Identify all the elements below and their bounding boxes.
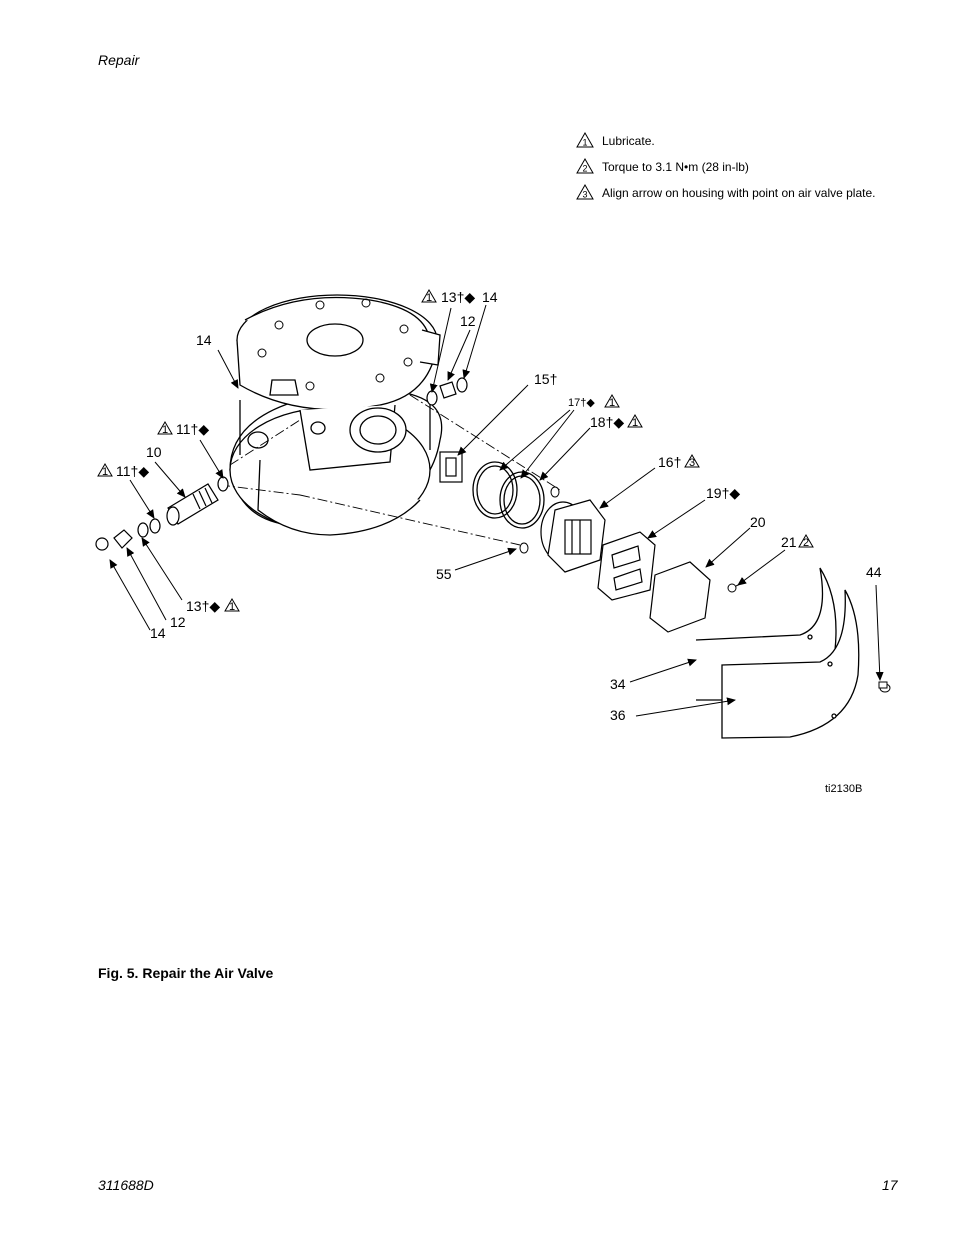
document-number: 311688D [98,1177,154,1193]
alignment-lines [219,394,561,546]
illustration-id: ti2130B [825,783,862,795]
warning-number: 1 [102,466,108,478]
warning-number: 2 [803,537,809,549]
callout-13: 13†◆ [441,289,475,305]
callout-21: 21 [781,534,797,550]
warning-number: 3 [689,457,695,469]
callout-12: 12 [170,614,186,630]
callout-36: 36 [610,707,626,723]
legend-text: Lubricate. [602,134,655,148]
callout-10: 10 [146,444,162,460]
leader-lines [109,304,884,717]
svg-text:3: 3 [582,190,587,200]
top-small-parts [426,377,468,406]
callout-14: 14 [196,332,212,348]
o-rings-17 [472,461,545,529]
callout-labels: 14 1 13†◆ 14 12 15† 17†◆ 1 18†◆ 1 16† 3 … [97,289,882,795]
callout-18: 18†◆ [590,414,624,430]
figure-caption: Fig. 5. Repair the Air Valve [98,965,273,981]
warning-number: 1 [229,601,235,613]
callout-16: 16† [658,454,681,470]
svg-text:1: 1 [582,138,587,148]
gasket-15 [439,451,463,483]
air-valve-housing [229,294,443,536]
warning-number: 1 [162,424,168,436]
callout-14: 14 [482,289,498,305]
callout-12: 12 [460,313,476,329]
page-number: 17 [882,1177,898,1193]
legend-text: Torque to 3.1 N•m (28 in-lb) [602,160,749,174]
air-valve-spool [95,476,229,551]
callout-55: 55 [436,566,452,582]
warning-triangle-icon: 2 [576,158,594,174]
callout-15: 15† [534,371,557,387]
exploded-view-diagram: 14 1 13†◆ 14 12 15† 17†◆ 1 18†◆ 1 16† 3 … [95,289,891,795]
small-washers [519,486,560,554]
section-header: Repair [98,52,140,68]
warning-triangle-icon: 3 [576,184,594,200]
callout-44: 44 [866,564,882,580]
callout-34: 34 [610,676,626,692]
air-valve-plate-19 [597,531,656,601]
warning-number: 1 [426,292,432,304]
figure-title: Repair the Air Valve [142,965,274,981]
svg-text:2: 2 [582,164,587,174]
housing-screws [257,298,413,391]
warning-number: 1 [609,397,615,409]
shield-36 [721,589,860,739]
callout-13: 13†◆ [186,598,220,614]
screw-44 [878,681,891,693]
callout-19: 19†◆ [706,485,740,501]
callout-14: 14 [150,625,166,641]
callout-20: 20 [750,514,766,530]
warning-triangle-icon: 1 [576,132,594,148]
warning-number: 1 [632,417,638,429]
callout-17: 17†◆ [568,397,595,409]
screw-21 [727,581,745,593]
figure-number: Fig. 5. [98,965,139,981]
callout-11: 11†◆ [116,463,149,479]
air-valve-cup-16 [540,499,606,573]
cover-plate-20 [649,561,711,633]
legend-text: Align arrow on housing with point on air… [602,186,876,200]
callout-11: 11†◆ [176,421,209,437]
